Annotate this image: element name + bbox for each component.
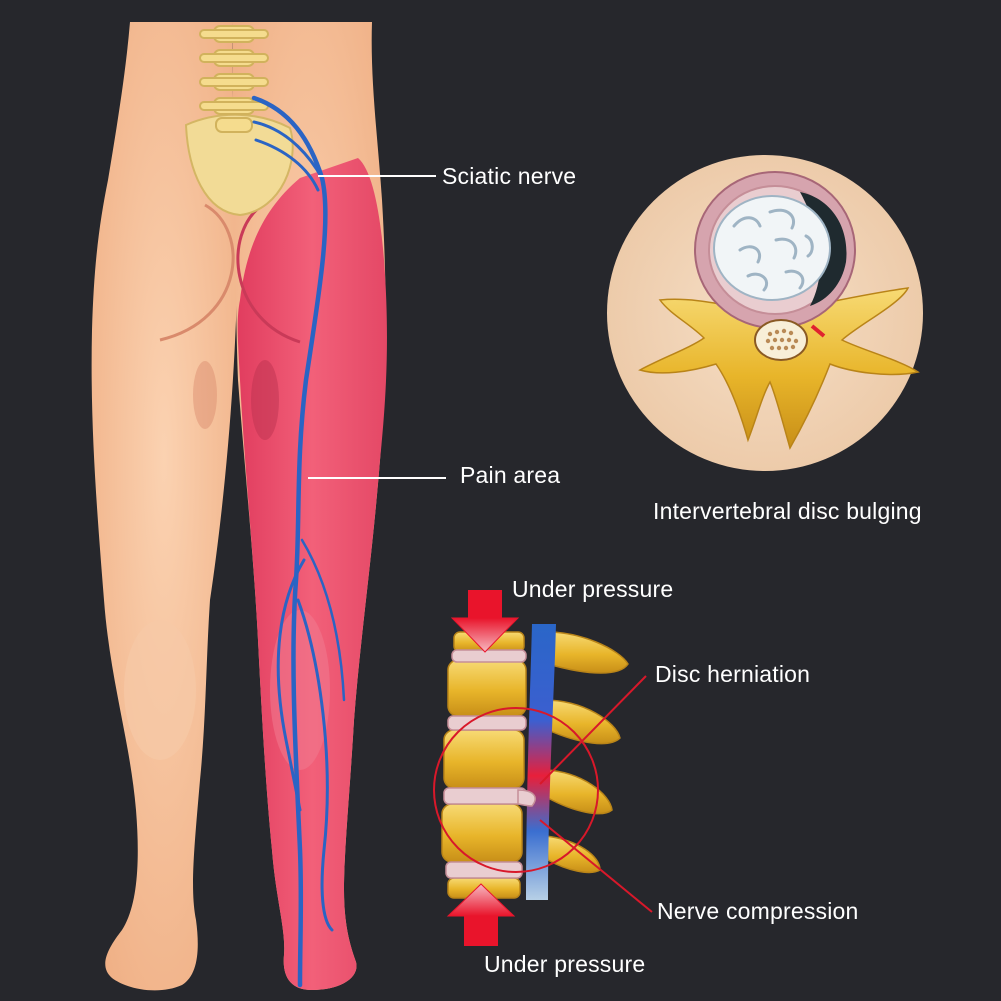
spine-side-view (433, 590, 653, 946)
pressure-bottom-label: Under pressure (484, 951, 646, 977)
sacrum (184, 113, 294, 217)
disc-2 (447, 715, 527, 731)
pain-area-label: Pain area (460, 462, 561, 488)
vertebra-3 (443, 729, 525, 789)
pain-area-region (237, 158, 387, 990)
right-thigh-shade (251, 360, 279, 440)
spinal-nerve-column (526, 624, 556, 900)
disc-1 (451, 649, 527, 663)
disc-herniation-label: Disc herniation (655, 661, 811, 687)
buttock-right-crease (236, 203, 301, 344)
left-leg (91, 22, 237, 991)
pressure-arrow-top (450, 590, 520, 653)
legs-figure (91, 22, 387, 991)
herniation-pointer (539, 675, 647, 785)
left-knee-shade (124, 620, 196, 760)
buttock-left-crease (159, 203, 235, 342)
pressure-arrow-bottom (446, 883, 516, 946)
disc-4 (445, 861, 523, 879)
compression-pointer (539, 819, 653, 913)
herniated-disc (517, 789, 536, 807)
disc-bulging-label: Intervertebral disc bulging (653, 498, 922, 524)
sciatic-nerve-label: Sciatic nerve (442, 163, 577, 189)
disc-bulging-illustration (607, 155, 923, 471)
herniation-highlight-circle (433, 707, 599, 873)
sciatic-nerve (251, 95, 346, 988)
pressure-top-label: Under pressure (512, 576, 674, 602)
disc-3 (443, 787, 527, 805)
lumbar-spine (199, 25, 269, 133)
nerve-compression-label: Nerve compression (657, 898, 859, 924)
left-thigh-shade (193, 361, 217, 429)
vertebra-bone (638, 287, 920, 450)
vertebra-4 (441, 803, 523, 863)
